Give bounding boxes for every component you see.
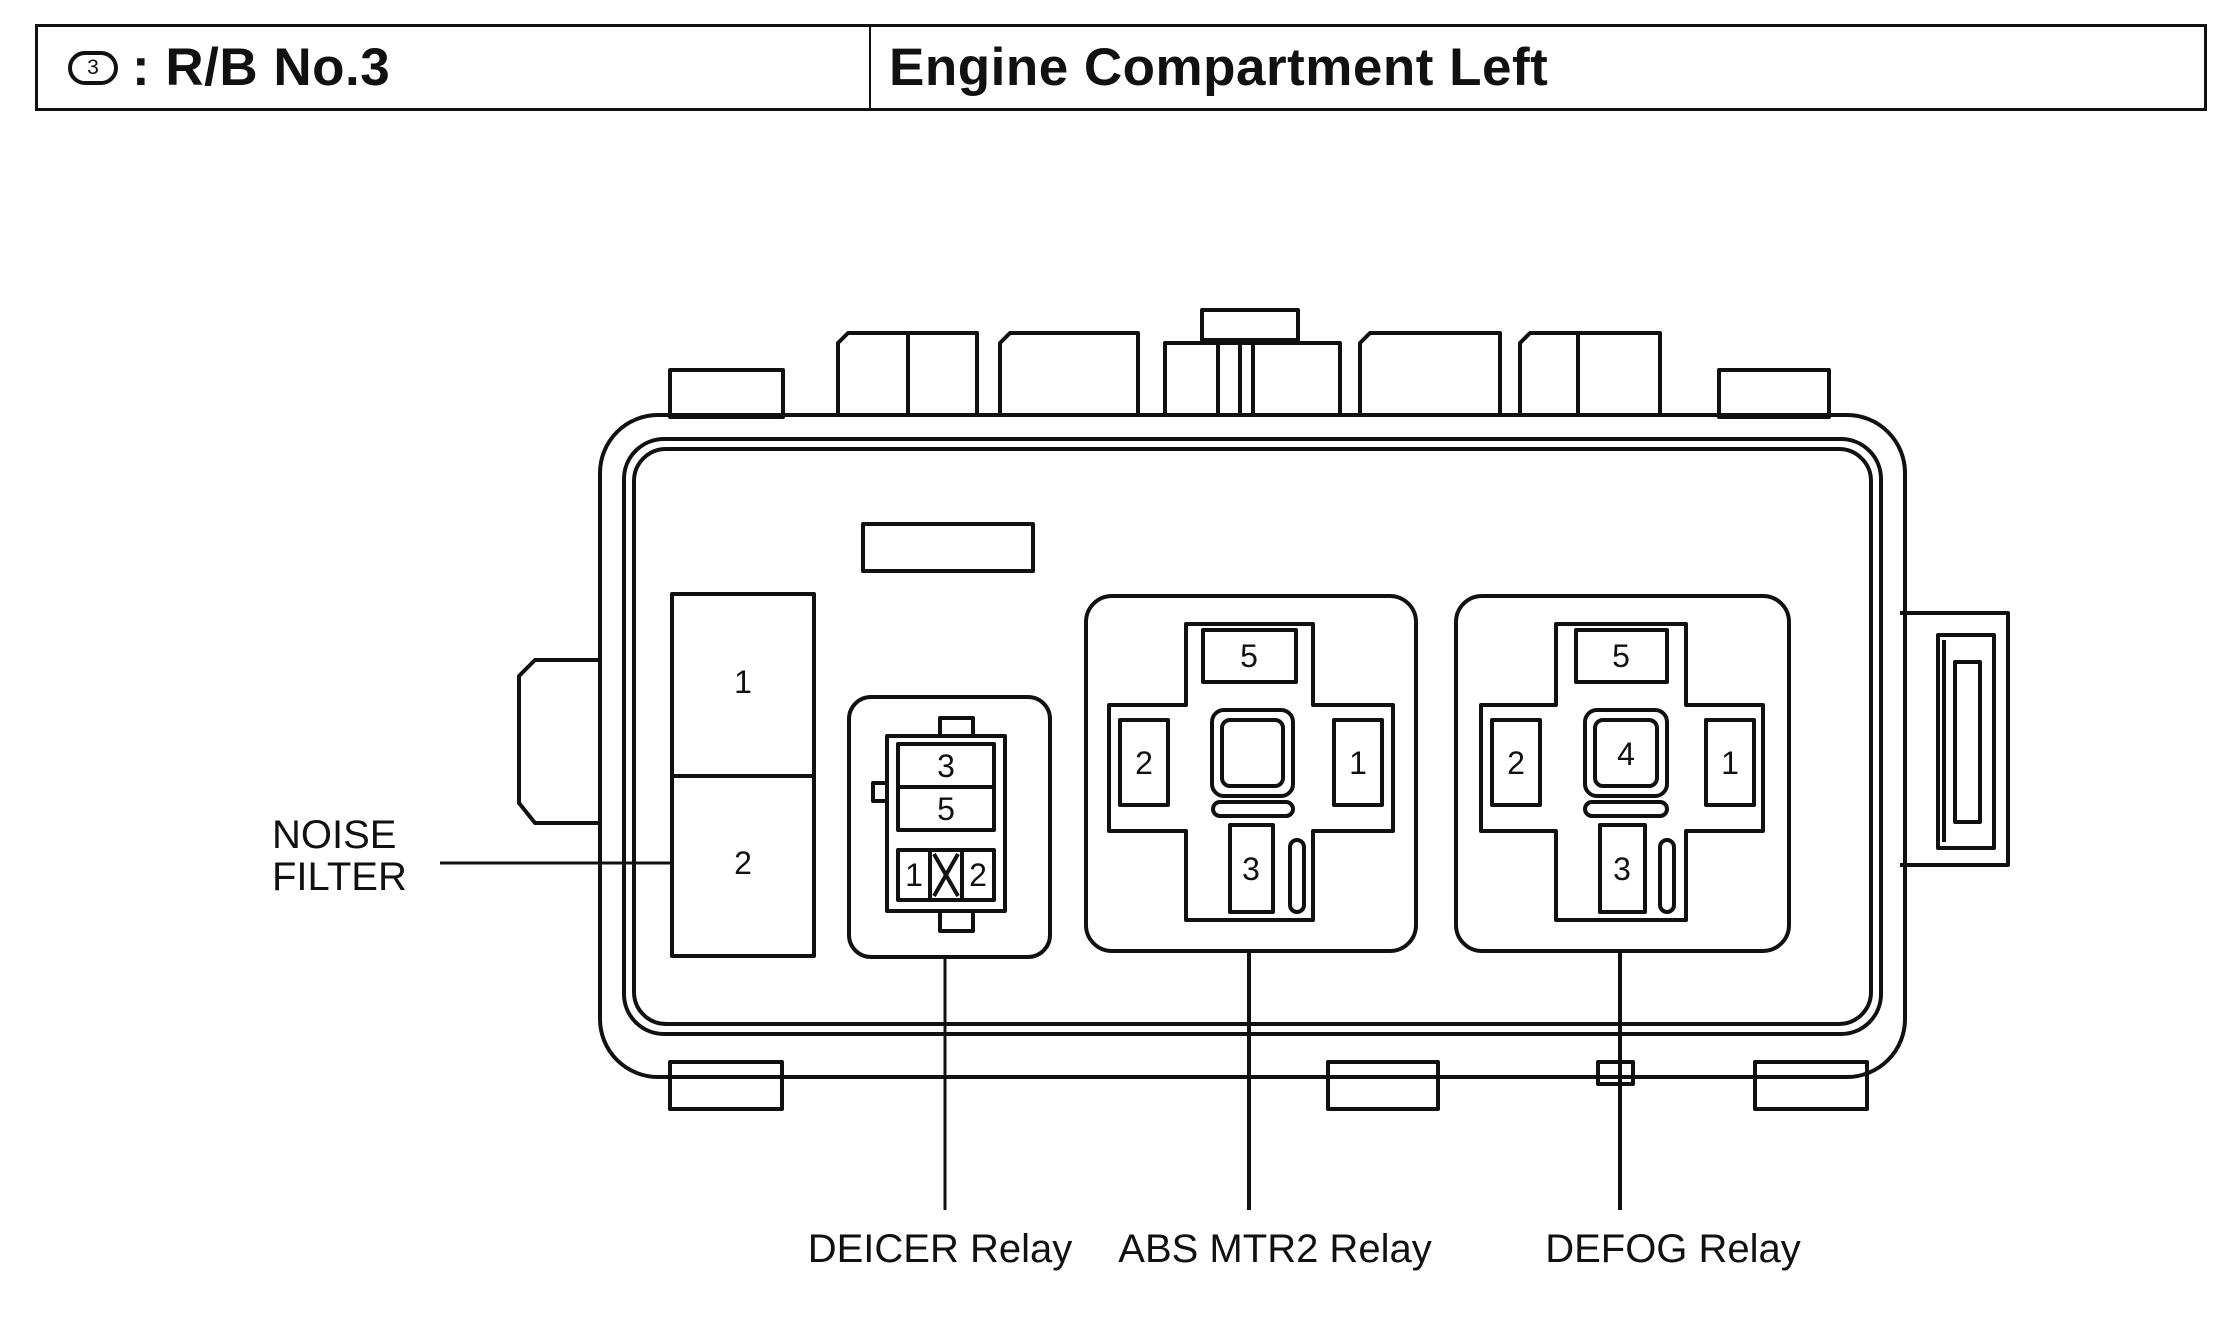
defog-pin-4: 4 (1617, 736, 1635, 772)
relay-block-location: Engine Compartment Left (889, 38, 1549, 97)
noise-filter-pin-2: 2 (734, 845, 752, 881)
abs-mtr2-relay (1084, 594, 1418, 1210)
noise-filter-pin-1: 1 (734, 664, 752, 700)
deicer-pin-5: 5 (937, 791, 955, 827)
noise-filter (670, 592, 816, 958)
abs-mtr2-pin-5: 5 (1240, 638, 1258, 674)
relay-block-housing-inner (622, 437, 1883, 1036)
defog-pin-1: 1 (1721, 745, 1739, 781)
relay-block-housing-outer (598, 413, 1907, 1079)
abs-mtr2-pin-2: 2 (1135, 745, 1153, 781)
defog-pin-3: 3 (1613, 851, 1631, 887)
bottom-tabs (668, 1060, 1869, 1111)
defog-pin-5: 5 (1612, 638, 1630, 674)
header-box-name-cell: 3 : R/B No.3 (38, 27, 871, 108)
marking-plate (861, 522, 1035, 573)
abs-mtr2-relay-label: ABS MTR2 Relay (1118, 1227, 1431, 1271)
header-location-cell: Engine Compartment Left (871, 27, 2204, 108)
relay-block-name: : R/B No.3 (132, 38, 391, 97)
header-bar: 3 : R/B No.3 Engine Compartment Left (35, 24, 2207, 111)
deicer-relay-label: DEICER Relay (808, 1227, 1073, 1271)
deicer-pin-3: 3 (937, 748, 955, 784)
abs-mtr2-pin-1: 1 (1349, 745, 1367, 781)
defog-relay (1454, 594, 1791, 1210)
deicer-pin-1: 1 (905, 857, 923, 893)
noise-filter-label-line2: FILTER (272, 855, 407, 899)
defog-pin-2: 2 (1507, 745, 1525, 781)
noise-filter-label-line1: NOISE (272, 813, 396, 857)
connector-number-badge: 3 (68, 50, 118, 85)
defog-relay-label: DEFOG Relay (1545, 1227, 1801, 1271)
relay-block-housing-inner-edge (632, 447, 1873, 1026)
deicer-relay (847, 695, 1052, 959)
top-tabs (668, 308, 1831, 419)
abs-mtr2-pin-3: 3 (1242, 851, 1260, 887)
deicer-pin-2: 2 (969, 857, 987, 893)
side-latches (517, 611, 2010, 867)
